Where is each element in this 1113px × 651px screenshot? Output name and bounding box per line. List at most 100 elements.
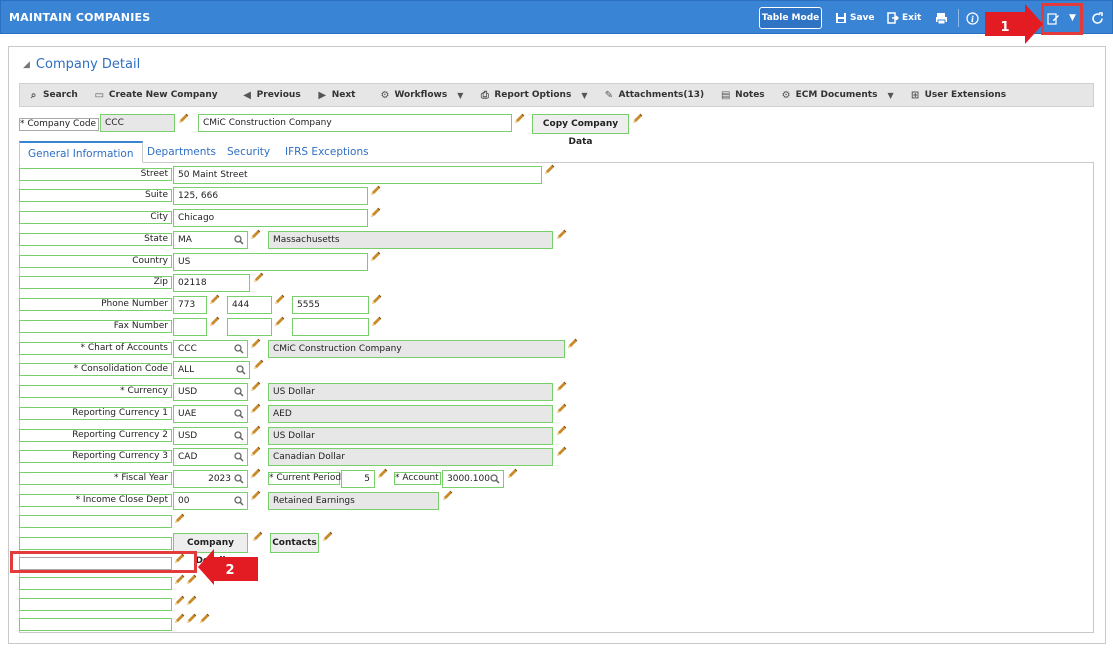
pencil-icon[interactable] xyxy=(513,113,525,125)
pencil-icon[interactable] xyxy=(631,113,643,125)
suite-field[interactable]: 125, 666 xyxy=(173,187,368,205)
copy-company-data-button[interactable]: Copy Company Data xyxy=(532,114,629,147)
tab-general-information[interactable]: General Information xyxy=(19,141,143,163)
currency-field[interactable]: USD xyxy=(173,383,248,401)
search-icon[interactable] xyxy=(234,496,244,506)
pencil-icon[interactable] xyxy=(369,185,381,197)
pencil-icon[interactable] xyxy=(173,553,185,565)
search-icon[interactable] xyxy=(234,474,244,484)
search-icon[interactable] xyxy=(236,365,246,375)
highlighted-empty-field[interactable] xyxy=(19,557,172,570)
pencil-icon[interactable] xyxy=(173,513,185,525)
edit-mode-dropdown[interactable]: ▼ xyxy=(1047,7,1076,29)
pencil-icon[interactable] xyxy=(273,294,285,306)
pencil-icon[interactable] xyxy=(173,595,185,607)
search-icon[interactable] xyxy=(234,431,244,441)
search-icon[interactable] xyxy=(490,474,500,484)
fax-prefix-field[interactable] xyxy=(227,318,272,336)
pencil-icon[interactable] xyxy=(252,272,264,284)
pencil-icon[interactable] xyxy=(273,316,285,328)
pencil-icon[interactable] xyxy=(177,113,189,125)
info-button[interactable]: i xyxy=(966,7,979,29)
pencil-icon[interactable] xyxy=(198,613,210,625)
pencil-icon[interactable] xyxy=(370,316,382,328)
pencil-icon[interactable] xyxy=(208,294,220,306)
pencil-icon[interactable] xyxy=(251,531,263,543)
pencil-icon[interactable] xyxy=(208,316,220,328)
search-icon[interactable] xyxy=(234,235,244,245)
phone-line-field[interactable]: 5555 xyxy=(292,296,369,314)
search-button[interactable]: ⌕Search xyxy=(20,90,86,101)
pencil-icon[interactable] xyxy=(566,338,578,350)
user-extensions-button[interactable]: ⊞User Extensions xyxy=(902,90,1015,101)
company-name-field[interactable]: CMiC Construction Company xyxy=(198,114,512,132)
pencil-icon[interactable] xyxy=(369,207,381,219)
tab-departments[interactable]: Departments xyxy=(147,146,217,158)
state-field[interactable]: MA xyxy=(173,231,248,249)
pencil-icon[interactable] xyxy=(370,294,382,306)
rc2-field[interactable]: USD xyxy=(173,427,248,445)
report-options-button[interactable]: ⎙Report Options▼ xyxy=(471,90,595,101)
tab-security[interactable]: Security xyxy=(227,146,271,158)
consol-field[interactable]: ALL xyxy=(173,361,250,379)
pencil-icon[interactable] xyxy=(173,613,185,625)
pencil-icon[interactable] xyxy=(249,490,261,502)
pencil-icon[interactable] xyxy=(441,490,453,502)
cp-field[interactable]: 5 xyxy=(341,470,375,488)
ecm-documents-button[interactable]: ⚙ECM Documents▼ xyxy=(773,90,902,101)
search-icon[interactable] xyxy=(234,452,244,462)
icd_name-field[interactable]: Retained Earnings xyxy=(268,492,439,510)
contacts-button[interactable]: Contacts xyxy=(270,533,319,553)
tab-ifrs-exceptions[interactable]: IFRS Exceptions xyxy=(285,146,369,158)
acct-field[interactable]: 3000.100 xyxy=(442,470,504,488)
previous-button[interactable]: ◀Previous xyxy=(234,90,309,101)
pencil-icon[interactable] xyxy=(555,229,567,241)
search-icon[interactable] xyxy=(234,387,244,397)
state_name-field[interactable]: Massachusetts xyxy=(268,231,553,249)
phone-prefix-field[interactable]: 444 xyxy=(227,296,272,314)
workflows-button[interactable]: ⚙Workflows▼ xyxy=(371,90,471,101)
pencil-icon[interactable] xyxy=(249,403,261,415)
pencil-icon[interactable] xyxy=(555,446,567,458)
pencil-icon[interactable] xyxy=(555,403,567,415)
zip-field[interactable]: 02118 xyxy=(173,274,250,292)
pencil-icon[interactable] xyxy=(543,164,555,176)
country-field[interactable]: US xyxy=(173,253,368,271)
rc1_name-field[interactable]: AED xyxy=(268,405,553,423)
pencil-icon[interactable] xyxy=(376,468,388,480)
attachments-button[interactable]: ✎Attachments(13) xyxy=(595,90,712,101)
panel-header[interactable]: ◢ Company Detail xyxy=(23,57,140,72)
fax-area-field[interactable] xyxy=(173,318,207,336)
table-mode-button[interactable]: Table Mode xyxy=(759,7,822,29)
pencil-icon[interactable] xyxy=(555,425,567,437)
create-new-company-button[interactable]: ▭Create New Company xyxy=(86,90,226,101)
fy-field[interactable]: 2023 xyxy=(173,470,248,488)
pencil-icon[interactable] xyxy=(173,574,185,586)
pencil-icon[interactable] xyxy=(249,381,261,393)
exit-button[interactable]: Exit xyxy=(887,7,921,29)
fax-line-field[interactable] xyxy=(292,318,369,336)
pencil-icon[interactable] xyxy=(185,574,197,586)
search-icon[interactable] xyxy=(234,344,244,354)
rc2_name-field[interactable]: US Dollar xyxy=(268,427,553,445)
search-icon[interactable] xyxy=(234,409,244,419)
coa-field[interactable]: CCC xyxy=(173,340,248,358)
pencil-icon[interactable] xyxy=(249,338,261,350)
coa_name-field[interactable]: CMiC Construction Company xyxy=(268,340,565,358)
pencil-icon[interactable] xyxy=(252,359,264,371)
pencil-icon[interactable] xyxy=(506,468,518,480)
print-button[interactable] xyxy=(935,7,948,29)
city-field[interactable]: Chicago xyxy=(173,209,368,227)
rc3_name-field[interactable]: Canadian Dollar xyxy=(268,448,553,466)
notes-button[interactable]: ▤Notes xyxy=(712,90,772,101)
save-button[interactable]: Save xyxy=(835,7,875,29)
pencil-icon[interactable] xyxy=(555,381,567,393)
pencil-icon[interactable] xyxy=(249,446,261,458)
icd-field[interactable]: 00 xyxy=(173,492,248,510)
refresh-button[interactable] xyxy=(1091,7,1104,29)
pencil-icon[interactable] xyxy=(369,251,381,263)
phone-area-field[interactable]: 773 xyxy=(173,296,207,314)
pencil-icon[interactable] xyxy=(185,595,197,607)
pencil-icon[interactable] xyxy=(249,229,261,241)
currency_name-field[interactable]: US Dollar xyxy=(268,383,553,401)
